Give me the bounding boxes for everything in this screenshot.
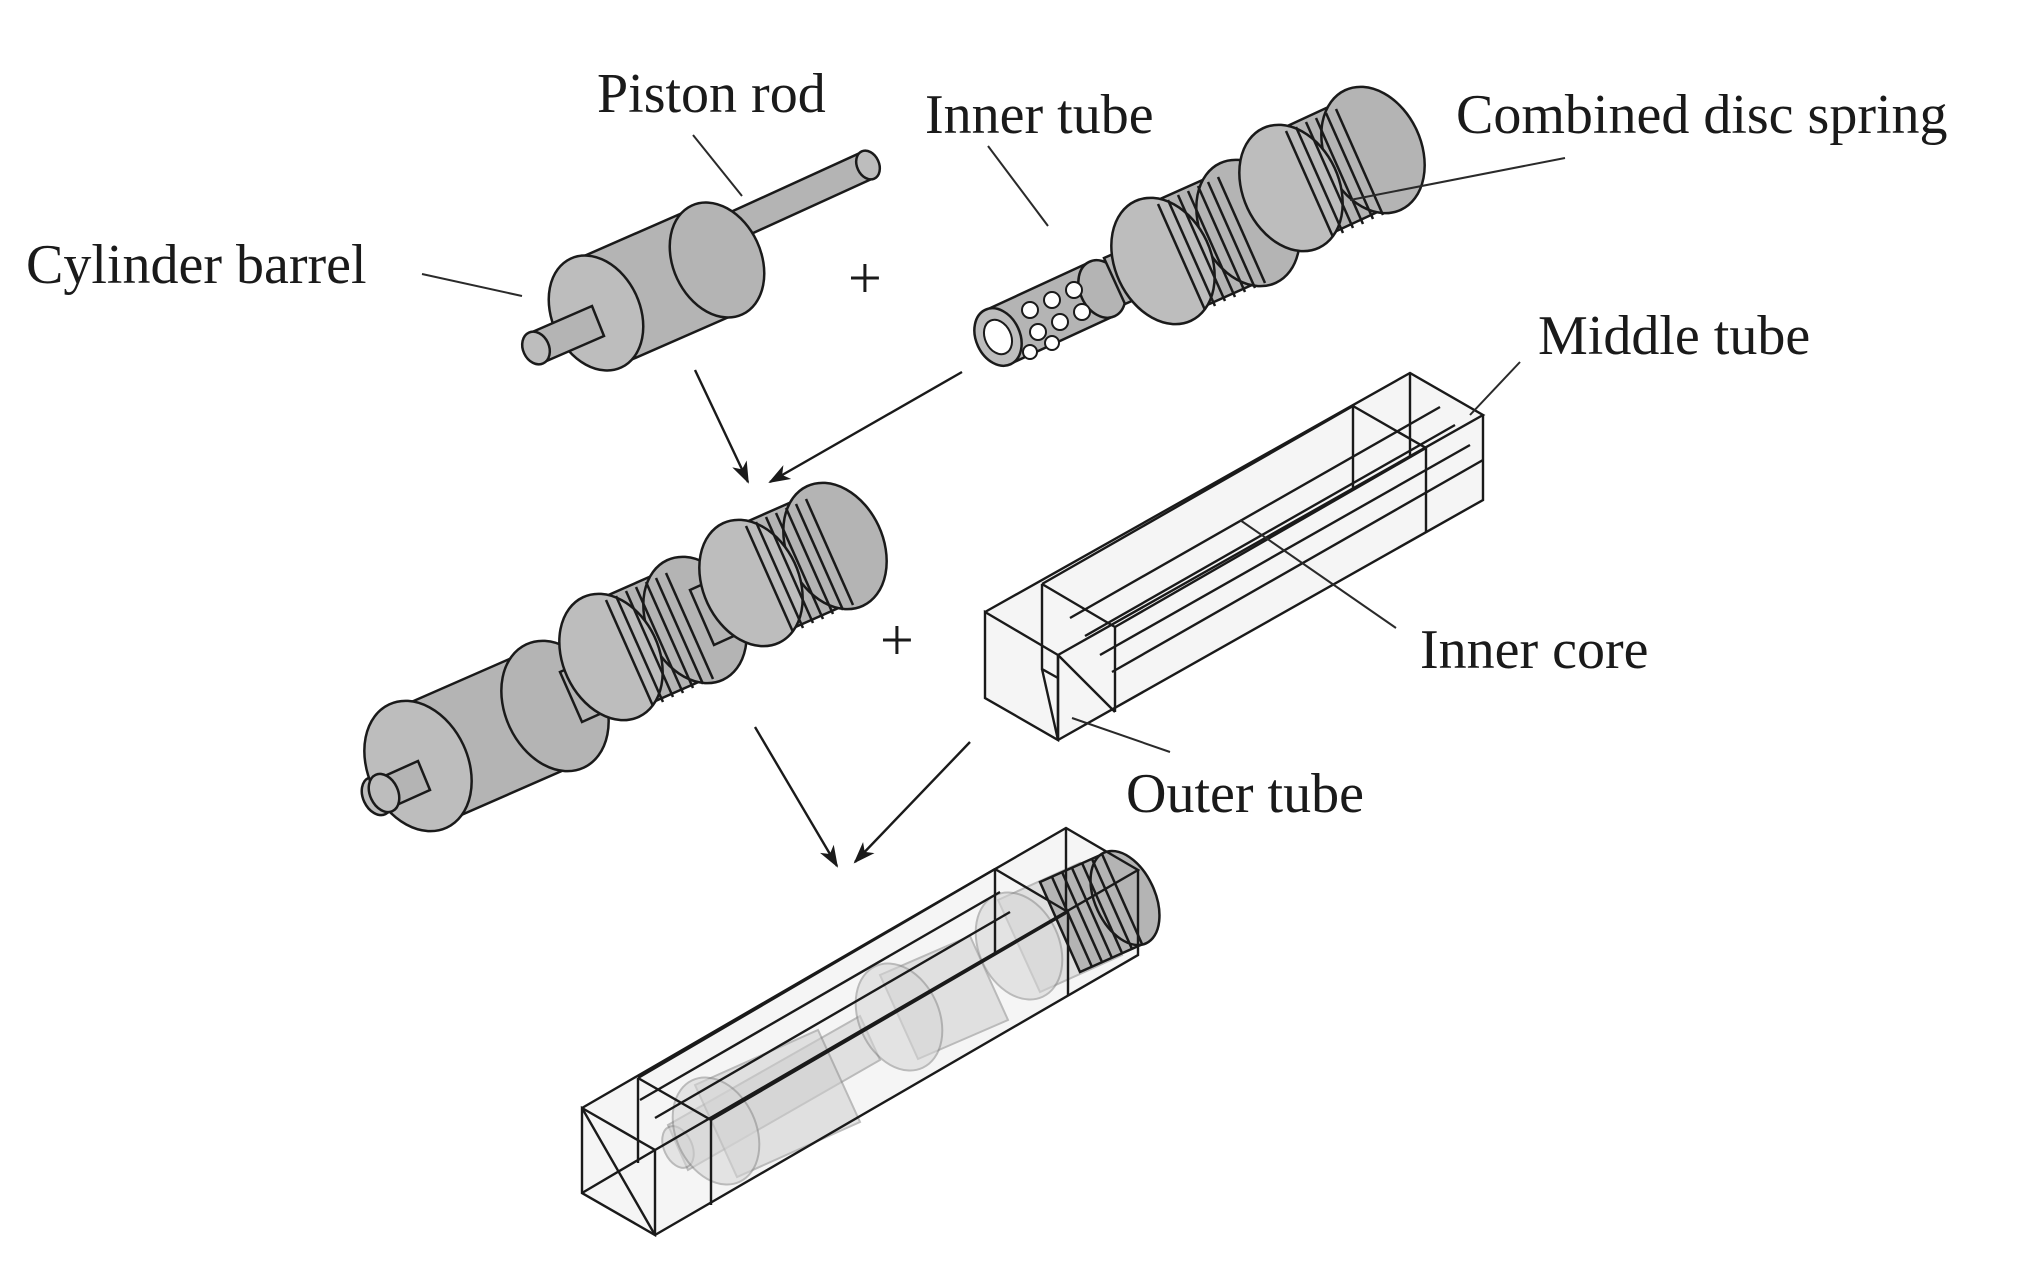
arrow-spring-to-assembly [768,370,963,484]
arrow-barrel-to-assembly [693,369,750,484]
outer-middle-tube-box [983,371,1486,743]
label-middle-tube: Middle tube [1538,305,1810,367]
label-inner-tube: Inner tube [925,84,1154,146]
combined-disc-spring-part [1102,85,1426,326]
label-outer-tube: Outer tube [1126,763,1364,825]
plus-sign-top: + [848,245,882,311]
final-assembly [580,826,1161,1238]
flow-arrows [693,369,971,868]
label-combined-disc-spring: Combined disc spring [1456,84,1948,146]
arrow-box-to-final [853,741,971,864]
plus-sign-middle: + [880,607,914,673]
assembled-inner-parts [360,481,888,833]
label-cylinder-barrel: Cylinder barrel [26,234,367,296]
label-inner-core: Inner core [1420,619,1649,681]
arrow-assembly-to-final [753,726,839,868]
label-piston-rod: Piston rod [597,63,826,125]
cylinder-barrel-part [520,201,766,372]
leader-lines [421,134,1566,753]
